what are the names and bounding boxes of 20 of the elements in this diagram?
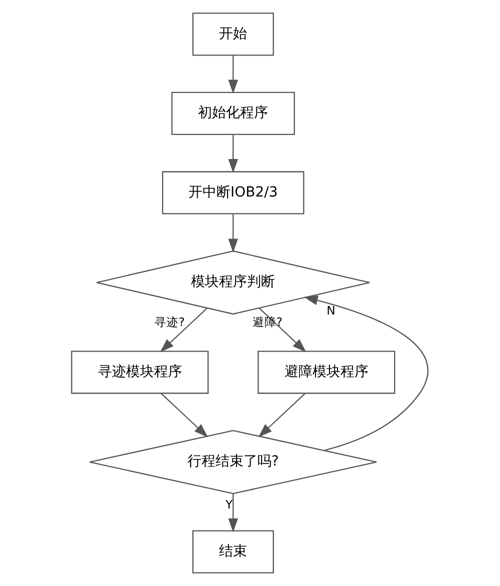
node-box: 开始 [192,12,274,56]
node-diamond: 行程结束了吗? [89,430,378,494]
arrow [228,494,238,532]
arrow [258,392,306,438]
arrow [228,134,238,173]
node-box: 结束 [192,530,274,574]
arrow [228,56,238,94]
arrow [228,214,238,253]
node-box: 初始化程序 [171,92,295,136]
edge-label: N [326,304,336,318]
edge-label: 避障? [252,314,282,329]
node-box: 避障模块程序 [258,350,396,394]
node-box: 寻迹模块程序 [71,350,209,394]
arrow [160,392,208,438]
arrow [258,308,306,352]
edge-label: Y [226,498,233,512]
node-box: 开中断IOB2/3 [162,171,304,214]
arrow [160,308,208,352]
edge-label: 寻迹? [154,314,185,329]
arrow [304,296,428,451]
